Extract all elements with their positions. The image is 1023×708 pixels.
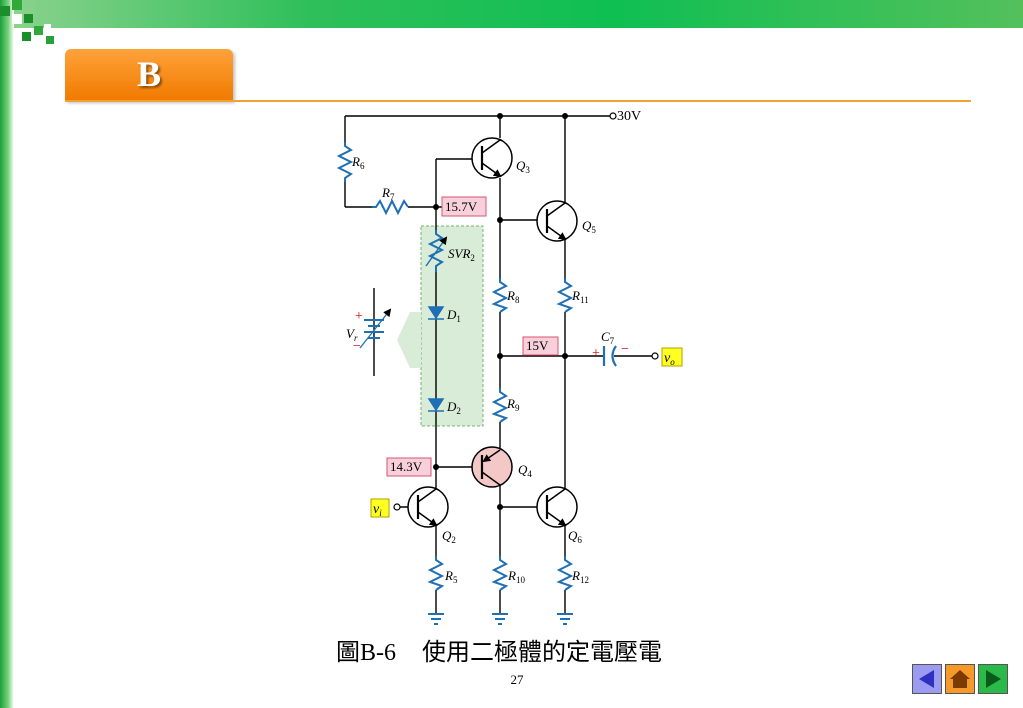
label-svr2: SVR2 — [448, 246, 475, 263]
tag-bg-15v — [522, 336, 559, 356]
diode-d1 — [427, 306, 445, 320]
tag-bg-15-7v — [441, 196, 487, 217]
label-r7: R7 — [381, 185, 395, 202]
terminals — [393, 112, 659, 511]
vr-plus-sign: + — [355, 309, 363, 324]
output-label: vo — [664, 351, 675, 367]
transistor-q6 — [536, 486, 578, 528]
resistor-svr2 — [427, 230, 445, 272]
label-r6: R6 — [351, 154, 365, 171]
junction-dots — [433, 113, 568, 510]
resistor-r9 — [491, 388, 509, 423]
resistor-r5 — [427, 556, 445, 591]
top-green-bar — [0, 0, 1023, 28]
transistor-q4 — [471, 446, 513, 488]
resistor-r6 — [336, 142, 354, 182]
tag-bg-14-3v — [386, 457, 432, 477]
label-r10: R10 — [507, 568, 525, 585]
resistor-r7 — [372, 198, 409, 216]
left-arrow-icon — [919, 670, 934, 688]
capacitor-c7 — [602, 345, 617, 367]
ground-r10 — [492, 613, 508, 625]
label-q2: Q2 — [442, 528, 456, 545]
svr2-wiper-arrow — [425, 236, 448, 267]
vr-minus-sign: − — [353, 339, 361, 354]
c7-plus-sign: + — [592, 346, 600, 361]
home-button[interactable] — [945, 664, 975, 694]
figure-caption: 圖B-6 使用二極體的定電壓電 — [336, 632, 662, 667]
section-letter: B — [136, 54, 161, 94]
voltage-tag-15v: 15V — [526, 338, 549, 353]
prev-slide-button[interactable] — [912, 664, 942, 694]
left-green-bar — [0, 0, 14, 708]
label-r9: R9 — [506, 396, 520, 413]
label-c7: C7 — [601, 329, 615, 346]
label-q4: Q4 — [518, 462, 532, 479]
transistor-q2 — [407, 486, 449, 528]
right-arrow-icon — [986, 670, 1001, 688]
home-icon — [950, 670, 970, 688]
diode-d2 — [427, 398, 445, 412]
label-d2: D2 — [446, 399, 461, 416]
resistor-r11 — [556, 278, 574, 313]
page-number: 27 — [510, 672, 524, 687]
resistor-r12 — [556, 556, 574, 591]
label-r5: R5 — [444, 568, 458, 585]
label-r11: R11 — [571, 288, 589, 305]
ground-r5 — [428, 613, 444, 625]
transistor-q3 — [471, 137, 513, 179]
voltage-tag-14-3v: 14.3V — [390, 459, 423, 474]
vr-label: Vr — [346, 326, 358, 343]
next-slide-button[interactable] — [978, 664, 1008, 694]
caption-figure-number: 圖B-6 — [336, 640, 396, 666]
caption-text: 使用二極體的定電壓電 — [422, 640, 662, 666]
label-q5: Q5 — [582, 218, 596, 235]
input-label: vi — [373, 502, 382, 518]
label-q3: Q3 — [516, 158, 530, 175]
vr-source-symbol — [359, 288, 392, 376]
header-rule — [65, 100, 971, 102]
resistor-r10 — [491, 556, 509, 591]
ground-r12 — [557, 613, 573, 625]
label-q6: Q6 — [568, 528, 582, 545]
label-r12: R12 — [571, 568, 589, 585]
tag-bg-vo — [661, 347, 683, 367]
label-d1: D1 — [446, 307, 461, 324]
tag-bg-vi — [370, 498, 390, 518]
circuit-wires — [344, 115, 652, 614]
c7-minus-sign: − — [621, 342, 629, 357]
label-r8: R8 — [506, 288, 520, 305]
transistor-q5 — [536, 200, 578, 242]
resistor-r8 — [491, 278, 509, 313]
section-tab: B — [65, 49, 233, 101]
highlight-arrow — [397, 298, 421, 382]
voltage-tag-15-7v: 15.7V — [445, 199, 478, 214]
supply-voltage-label: 30V — [617, 109, 641, 124]
